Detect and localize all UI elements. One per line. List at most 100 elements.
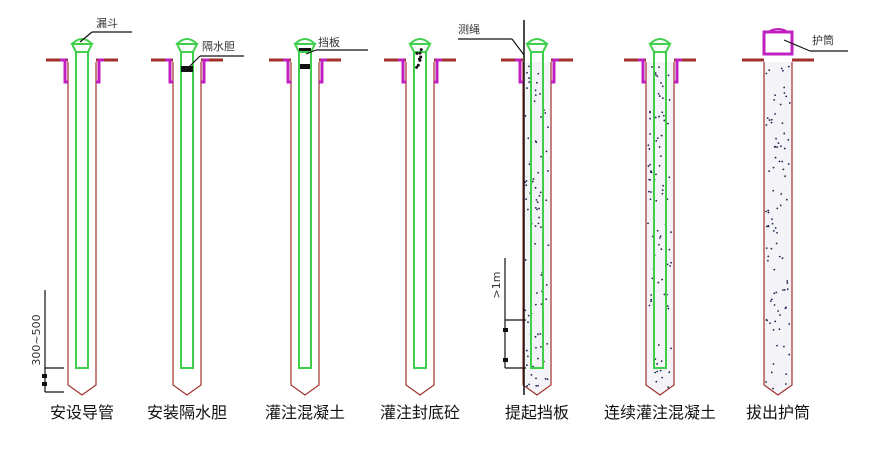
concrete-aggregate (649, 133, 651, 135)
concrete-aggregate (537, 171, 540, 174)
funnel (649, 38, 671, 45)
casing (398, 58, 406, 84)
concrete-aggregate (535, 199, 538, 201)
concrete-aggregate (649, 171, 652, 173)
concrete-aggregate (765, 225, 768, 228)
concrete-aggregate (525, 184, 528, 187)
tremie-tube (298, 51, 312, 369)
tube-clearance-label: 300~500 (30, 314, 43, 365)
concrete-aggregate (650, 300, 652, 303)
pile-step-6 (624, 38, 696, 396)
step-caption: 连续灌注混凝土 (604, 403, 716, 422)
concrete-aggregate (660, 134, 663, 137)
concrete-aggregate (774, 94, 777, 97)
concrete-aggregate (539, 226, 542, 229)
concrete-aggregate (667, 74, 670, 77)
borehole-wall (405, 62, 435, 396)
concrete-aggregate (785, 95, 788, 98)
concrete-aggregate (656, 75, 659, 78)
funnel (70, 43, 94, 53)
concrete-aggregate (649, 198, 652, 201)
concrete-aggregate (774, 113, 776, 115)
concrete-aggregate (656, 137, 659, 140)
callout-baffle: 挡板 (305, 35, 368, 55)
concrete-aggregate (765, 247, 768, 249)
concrete-aggregate (779, 314, 781, 316)
concrete-aggregate (779, 204, 782, 207)
concrete-aggregate (785, 198, 788, 201)
callout-water-plug: 隔水胆 (187, 40, 244, 69)
concrete-aggregate (647, 144, 650, 147)
concrete-aggregate (524, 259, 527, 261)
concrete-aggregate (770, 121, 773, 124)
concrete-aggregate (669, 265, 671, 267)
concrete-aggregate (655, 199, 658, 202)
concrete-aggregate (536, 292, 538, 294)
concrete-aggregate (526, 364, 528, 367)
concrete-aggregate (536, 333, 539, 336)
borehole-wall (645, 62, 675, 396)
concrete-in-funnel (415, 51, 419, 55)
concrete-aggregate (655, 173, 657, 176)
concrete-aggregate (661, 97, 664, 100)
step-caption: 安装隔水胆 (147, 403, 227, 422)
concrete-aggregate (528, 163, 531, 166)
concrete-aggregate (649, 111, 651, 114)
concrete-aggregate (771, 218, 773, 221)
concrete-aggregate (767, 209, 770, 212)
concrete-aggregate (526, 385, 529, 387)
concrete-aggregate (788, 102, 791, 104)
concrete-aggregate (782, 289, 784, 291)
casing (283, 58, 291, 84)
concrete-aggregate (526, 208, 529, 211)
concrete-aggregate (662, 184, 665, 187)
concrete-aggregate (767, 211, 770, 214)
concrete-aggregate (765, 381, 767, 383)
concrete-aggregate (656, 229, 659, 232)
concrete-aggregate (783, 147, 786, 150)
concrete-aggregate (648, 304, 651, 307)
concrete-aggregate (668, 371, 671, 374)
funnel (176, 38, 198, 45)
concrete-aggregate (651, 66, 653, 68)
borehole-wall (763, 62, 793, 396)
concrete-fill (523, 62, 551, 395)
concrete-aggregate (775, 242, 778, 245)
concrete-aggregate (770, 371, 773, 374)
concrete-aggregate (528, 81, 531, 84)
funnel (409, 38, 431, 45)
concrete-aggregate (649, 179, 652, 181)
concrete-aggregate (536, 201, 539, 204)
concrete-aggregate (783, 92, 786, 94)
concrete-aggregate (773, 292, 776, 295)
funnel-label: 漏斗 (96, 17, 118, 30)
concrete-aggregate (655, 73, 657, 76)
concrete-aggregate (670, 261, 672, 264)
casing (96, 58, 104, 84)
pile-step-7 (742, 28, 814, 396)
concrete-aggregate (546, 343, 549, 345)
concrete-aggregate (767, 224, 770, 227)
concrete-aggregate (526, 87, 528, 89)
concrete-aggregate (668, 248, 671, 251)
concrete-aggregate (663, 119, 666, 122)
concrete-aggregate (784, 175, 787, 178)
concrete-aggregate (540, 116, 543, 118)
concrete-aggregate (651, 277, 654, 280)
concrete-aggregate (534, 303, 537, 306)
concrete-aggregate (525, 198, 528, 201)
concrete-aggregate (765, 72, 768, 75)
concrete-aggregate (539, 333, 542, 335)
concrete-aggregate (774, 227, 777, 229)
water-plug (181, 66, 193, 72)
concrete-in-funnel (419, 55, 423, 59)
concrete-aggregate (659, 155, 662, 158)
concrete-aggregate (776, 146, 779, 149)
concrete-in-funnel (415, 65, 419, 69)
concrete-aggregate (668, 98, 671, 101)
concrete-aggregate (656, 370, 659, 373)
concrete-aggregate (776, 231, 778, 234)
concrete-aggregate (657, 281, 660, 284)
concrete-aggregate (783, 132, 786, 135)
